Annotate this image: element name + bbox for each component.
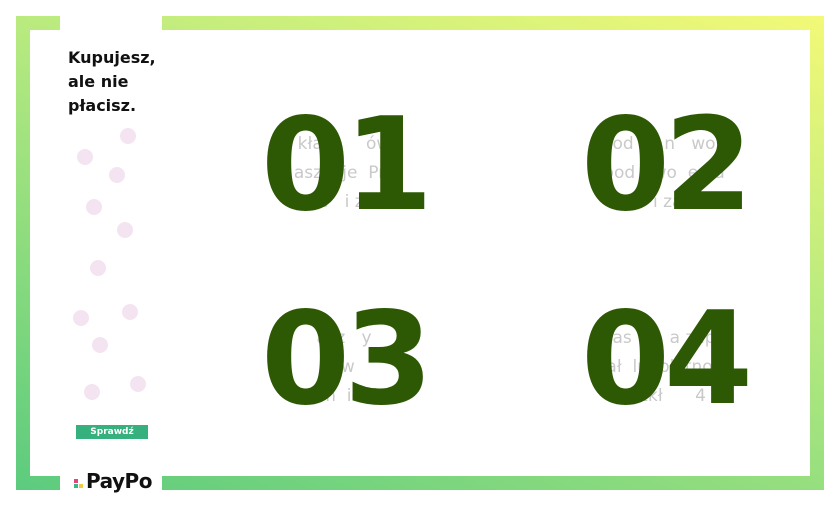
step-02-fragment: od <box>612 134 634 154</box>
step-02-line: pod two e da <box>534 159 794 188</box>
step-02-fragment: i za Cie <box>652 192 715 212</box>
step-01-fragment: ów <box>366 134 391 154</box>
step-03-fragment: y <box>361 328 372 348</box>
step-03-fragment: zam <box>300 386 336 406</box>
decor-dot <box>73 310 89 326</box>
step-02-fragment: e da <box>687 163 725 183</box>
step-04-fragment: płatnośc <box>658 357 731 377</box>
step-01-fragment: i z P <box>344 192 380 212</box>
step-04-fragment: as <box>612 328 632 348</box>
decor-dot <box>122 304 138 320</box>
step-03: aliz y Tw zam ienie 03 <box>214 290 474 430</box>
step-02: od z n wo pod two e da PO i za Cie 02 <box>534 96 794 236</box>
step-01-text: kła ów asz cje Prz ce i z P <box>214 130 474 217</box>
paypo-logo[interactable]: PayPo <box>74 468 164 494</box>
step-01-fragment: ce <box>308 192 329 212</box>
step-01: kła ów asz cje Prz ce i z P 01 <box>214 96 474 236</box>
step-number-03: 03 <box>260 285 433 434</box>
step-01-fragment: asz <box>293 163 323 183</box>
step-02-line: PO i za Cie <box>534 188 794 217</box>
decor-dot <box>130 376 146 392</box>
paypo-logo-icon <box>74 479 84 489</box>
step-03-fragment: aliz <box>316 328 346 348</box>
step-04-fragment: rozkł <box>622 386 663 406</box>
paypo-logo-text: PayPo <box>86 469 152 493</box>
step-01-fragment: Prz <box>368 163 395 183</box>
step-03-fragment: Tw <box>333 357 355 377</box>
step-04-line: cał lu płatnośc <box>534 353 794 382</box>
step-number-02: 02 <box>580 91 753 240</box>
step-02-fragment: wo <box>691 134 716 154</box>
step-03-line: aliz y <box>214 324 474 353</box>
step-01-fragment: cje <box>332 163 358 183</box>
step-04-line: as d a zap <box>534 324 794 353</box>
step-03-line: Tw <box>214 353 474 382</box>
step-04-fragment: 4 <box>695 386 706 406</box>
step-04-text: as d a zap cał lu płatnośc rozkł 4 <box>534 324 794 411</box>
side-panel <box>60 0 162 506</box>
step-03-fragment: ienie <box>346 386 388 406</box>
step-02-fragment: two <box>645 163 677 183</box>
decor-dot <box>84 384 100 400</box>
decor-dot <box>92 337 108 353</box>
step-01-line: kła ów <box>214 130 474 159</box>
check-button[interactable]: Sprawdź <box>76 425 148 439</box>
decor-dot <box>109 167 125 183</box>
decor-dot <box>90 260 106 276</box>
step-04-fragment: cał <box>597 357 622 377</box>
step-02-fragment: z n <box>649 134 675 154</box>
tagline-line-3: płacisz. <box>68 96 137 115</box>
step-02-fragment: pod <box>603 163 636 183</box>
tagline-line-1: Kupujesz, <box>68 48 156 67</box>
step-number-01: 01 <box>260 91 433 240</box>
step-02-fragment: PO <box>613 192 637 212</box>
step-03-line: zam ienie <box>214 382 474 411</box>
decor-dot <box>77 149 93 165</box>
step-01-line: ce i z P <box>214 188 474 217</box>
decor-dot <box>120 128 136 144</box>
step-01-line: asz cje Prz <box>214 159 474 188</box>
step-02-line: od z n wo <box>534 130 794 159</box>
step-number-04: 04 <box>580 285 753 434</box>
step-04-fragment: a zap <box>669 328 716 348</box>
step-01-fragment: kła <box>297 134 323 154</box>
step-03-text: aliz y Tw zam ienie <box>214 324 474 411</box>
decor-dot <box>117 222 133 238</box>
step-04-fragment: d <box>647 328 659 348</box>
step-04-line: rozkł 4 <box>534 382 794 411</box>
tagline-line-2: ale nie <box>68 72 129 91</box>
step-02-text: od z n wo pod two e da PO i za Cie <box>534 130 794 217</box>
step-04: as d a zap cał lu płatnośc rozkł 4 04 <box>534 290 794 430</box>
tagline: Kupujesz, ale nie płacisz. <box>68 46 168 118</box>
decor-dot <box>86 199 102 215</box>
step-04-fragment: lu <box>632 357 649 377</box>
